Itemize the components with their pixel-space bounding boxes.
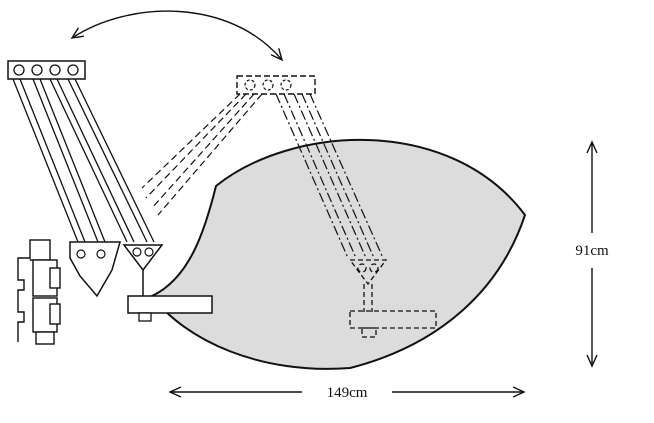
arm-rods [12,78,155,243]
arm-rods-alt-right [275,93,384,259]
workspace-area [150,139,527,370]
elbow-bracket [69,241,121,298]
gripper-alt [348,259,437,338]
arm-top-bar [7,60,86,80]
rotation-arrow [70,10,284,62]
arm-rods-alt-left [141,93,263,216]
gripper-solid [122,244,213,322]
width-label: 149cm [327,385,368,401]
height-dimension: 91cm [575,140,609,368]
width-dimension: 149cm [168,385,526,401]
arm-top-bar-alt [236,75,316,95]
height-label: 91cm [575,243,609,259]
robot-base [17,239,61,345]
